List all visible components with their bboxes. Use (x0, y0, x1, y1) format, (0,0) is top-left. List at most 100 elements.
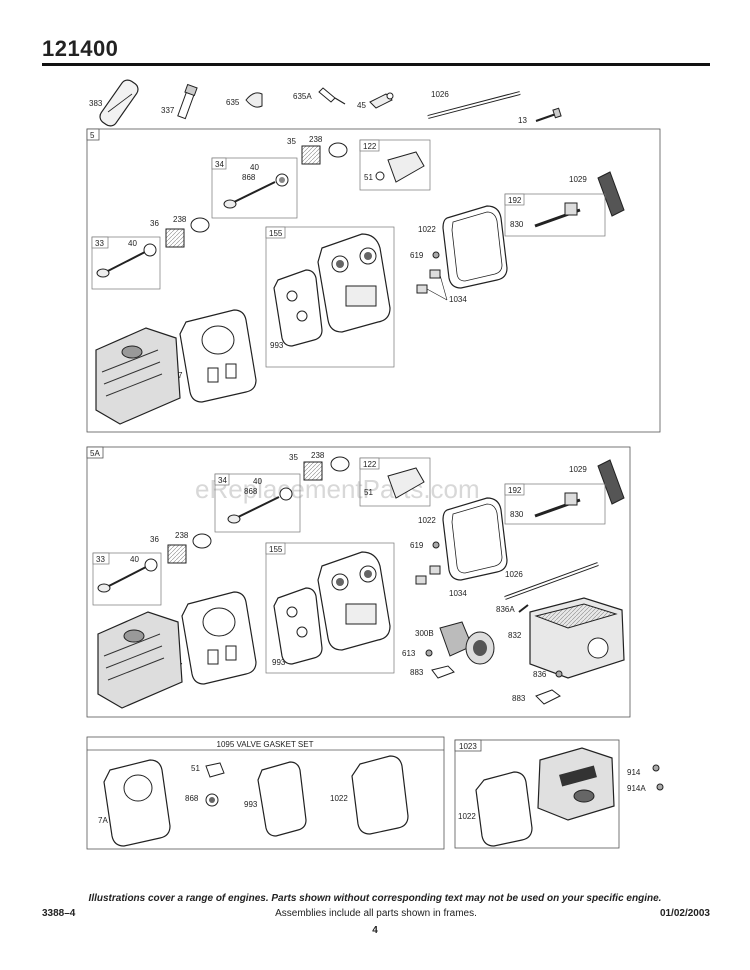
callout-122: 122 (363, 142, 377, 151)
part-1034-nuts (415, 565, 441, 585)
callout-1034: 1034 (449, 295, 467, 304)
callout-993: 993 (270, 341, 284, 350)
part-836a-screw (518, 604, 529, 613)
frame-5a-label: 5A (90, 449, 100, 458)
callout-830: 830 (510, 510, 524, 519)
watermark-text: eReplacementParts.com (195, 474, 480, 504)
frame-1095-gasket-set: 1095 VALVE GASKET SET 7A 51 868 993 1022 (86, 736, 445, 850)
callout-35: 35 (289, 453, 298, 462)
part-valve-spring-lower (165, 217, 210, 248)
callout-914: 914 (627, 768, 641, 777)
part-cylinder-head (97, 611, 183, 709)
callout-51: 51 (364, 488, 373, 497)
part-830-stud (534, 492, 581, 518)
callout-34: 34 (215, 160, 224, 169)
part-1034-nuts (416, 269, 448, 301)
part-7-head-gasket (179, 309, 257, 403)
callout-40-b: 40 (130, 555, 139, 564)
frame-5a: 5A 34 40 868 35 238 122 51 1029 192 (86, 446, 631, 718)
part-300b-intake-elbow (425, 621, 495, 665)
callout-34: 34 (218, 476, 227, 485)
part-cylinder-head-plate (317, 551, 391, 651)
title-rule (42, 63, 710, 66)
callout-7: 7 (178, 371, 183, 380)
part-1022-cover-gasket (442, 205, 508, 289)
part-1022-cover-gasket (442, 497, 508, 581)
callout-35: 35 (287, 137, 296, 146)
part-383-spark-plug-wrench (99, 79, 139, 127)
part-1026-pushrod (504, 562, 599, 600)
page-title: 121400 (42, 36, 119, 61)
footer-assemblies-note: Assemblies include all parts shown in fr… (275, 908, 477, 919)
callout-33: 33 (96, 555, 105, 564)
part-rocker-arm (387, 467, 425, 499)
callout-192: 192 (508, 196, 522, 205)
frame-1023-label: 1023 (459, 742, 477, 751)
callout-883-b: 883 (512, 694, 526, 703)
callout-36: 36 (150, 219, 159, 228)
document-number: 3388–4 (42, 908, 76, 919)
part-619-screw (432, 541, 440, 549)
callout-40-b: 40 (128, 239, 137, 248)
callout-192: 192 (508, 486, 522, 495)
callout-238-b: 238 (173, 215, 187, 224)
callout-993: 993 (244, 800, 258, 809)
callout-836A: 836A (496, 605, 515, 614)
callout-868: 868 (185, 794, 199, 803)
callout-868: 868 (242, 173, 256, 182)
callout-51: 51 (364, 173, 373, 182)
page-number: 4 (372, 925, 378, 936)
part-valve-cover (537, 747, 615, 821)
callout-300B: 300B (415, 629, 434, 638)
part-51-seal (205, 762, 225, 778)
part-13-bolt (535, 107, 562, 122)
part-valve-exhaust (96, 243, 157, 278)
part-cylinder-head-plate (317, 233, 391, 333)
callout-1029: 1029 (569, 465, 587, 474)
part-7a-head-gasket (103, 759, 171, 847)
part-1022-cover-gasket (351, 755, 409, 835)
callout-993: 993 (272, 658, 286, 667)
callout-383: 383 (89, 99, 103, 108)
frame-1023: 1023 1022 914 914A (454, 739, 664, 849)
callout-36: 36 (150, 535, 159, 544)
part-914a-screw (656, 783, 664, 791)
part-valve-intake (227, 487, 293, 524)
part-1029-rocker-cover (597, 171, 625, 217)
part-1029-rocker-cover (597, 459, 625, 505)
part-valve-spring-upper (303, 456, 350, 481)
callout-40: 40 (250, 163, 259, 172)
part-rocker-arm (375, 151, 425, 183)
callout-830: 830 (510, 220, 524, 229)
callout-619: 619 (410, 251, 424, 260)
callout-1034: 1034 (449, 589, 467, 598)
callout-337: 337 (161, 106, 175, 115)
callout-1029: 1029 (569, 175, 587, 184)
part-619-screw (432, 251, 440, 259)
callout-1022: 1022 (330, 794, 348, 803)
callout-13: 13 (518, 116, 527, 125)
callout-914A: 914A (627, 784, 646, 793)
part-993-gasket (273, 587, 323, 665)
part-valve-spring-lower (167, 533, 212, 564)
part-1026-pushrod (427, 91, 521, 119)
callout-1022: 1022 (458, 812, 476, 821)
part-914-screw (652, 764, 660, 772)
callout-836: 836 (533, 670, 547, 679)
callout-155: 155 (269, 545, 283, 554)
callout-1022: 1022 (418, 225, 436, 234)
part-valve-spring-upper (301, 142, 348, 165)
callout-868: 868 (244, 487, 258, 496)
frame-5-label: 5 (90, 131, 95, 140)
callout-155: 155 (269, 229, 283, 238)
gasket-set-title: 1095 VALVE GASKET SET (217, 740, 314, 749)
callout-40: 40 (253, 477, 262, 486)
part-883-gasket-b (535, 689, 561, 705)
part-883-gasket-a (431, 665, 455, 679)
loose-parts-row: 383 337 635 635A 45 1026 13 (89, 79, 562, 127)
callout-1026: 1026 (505, 570, 523, 579)
footer-note: Illustrations cover a range of engines. … (88, 893, 662, 904)
part-337-spark-plug (177, 83, 198, 120)
callout-45: 45 (357, 101, 366, 110)
part-868-seal (205, 793, 219, 807)
